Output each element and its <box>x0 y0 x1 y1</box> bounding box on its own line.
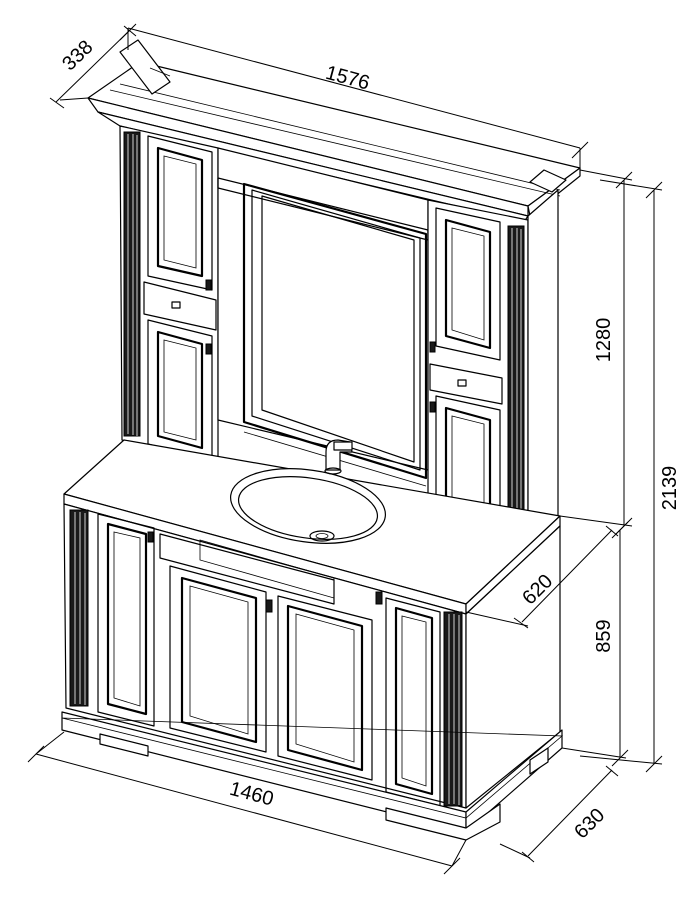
label-width-top: 1576 <box>323 62 372 95</box>
label-height-upper: 1280 <box>593 318 615 363</box>
label-depth-top: 338 <box>58 36 97 75</box>
dim-height-total <box>579 179 663 773</box>
dim-width-bottom <box>27 731 467 875</box>
sink <box>229 468 387 544</box>
dim-depth-counter <box>465 525 619 629</box>
dim-height-lower <box>561 521 629 767</box>
label-height-lower: 859 <box>593 619 615 652</box>
upper-left-cabinet <box>119 125 219 469</box>
cornice <box>87 39 581 223</box>
mirror <box>217 147 429 487</box>
label-depth-bottom: 630 <box>570 804 609 843</box>
dim-depth-bottom <box>499 765 619 863</box>
lower-cabinet <box>61 503 564 841</box>
label-height-total: 2139 <box>659 466 681 511</box>
upper-right-cabinet <box>427 189 559 541</box>
faucet <box>324 439 353 475</box>
dim-depth-top <box>49 25 137 109</box>
